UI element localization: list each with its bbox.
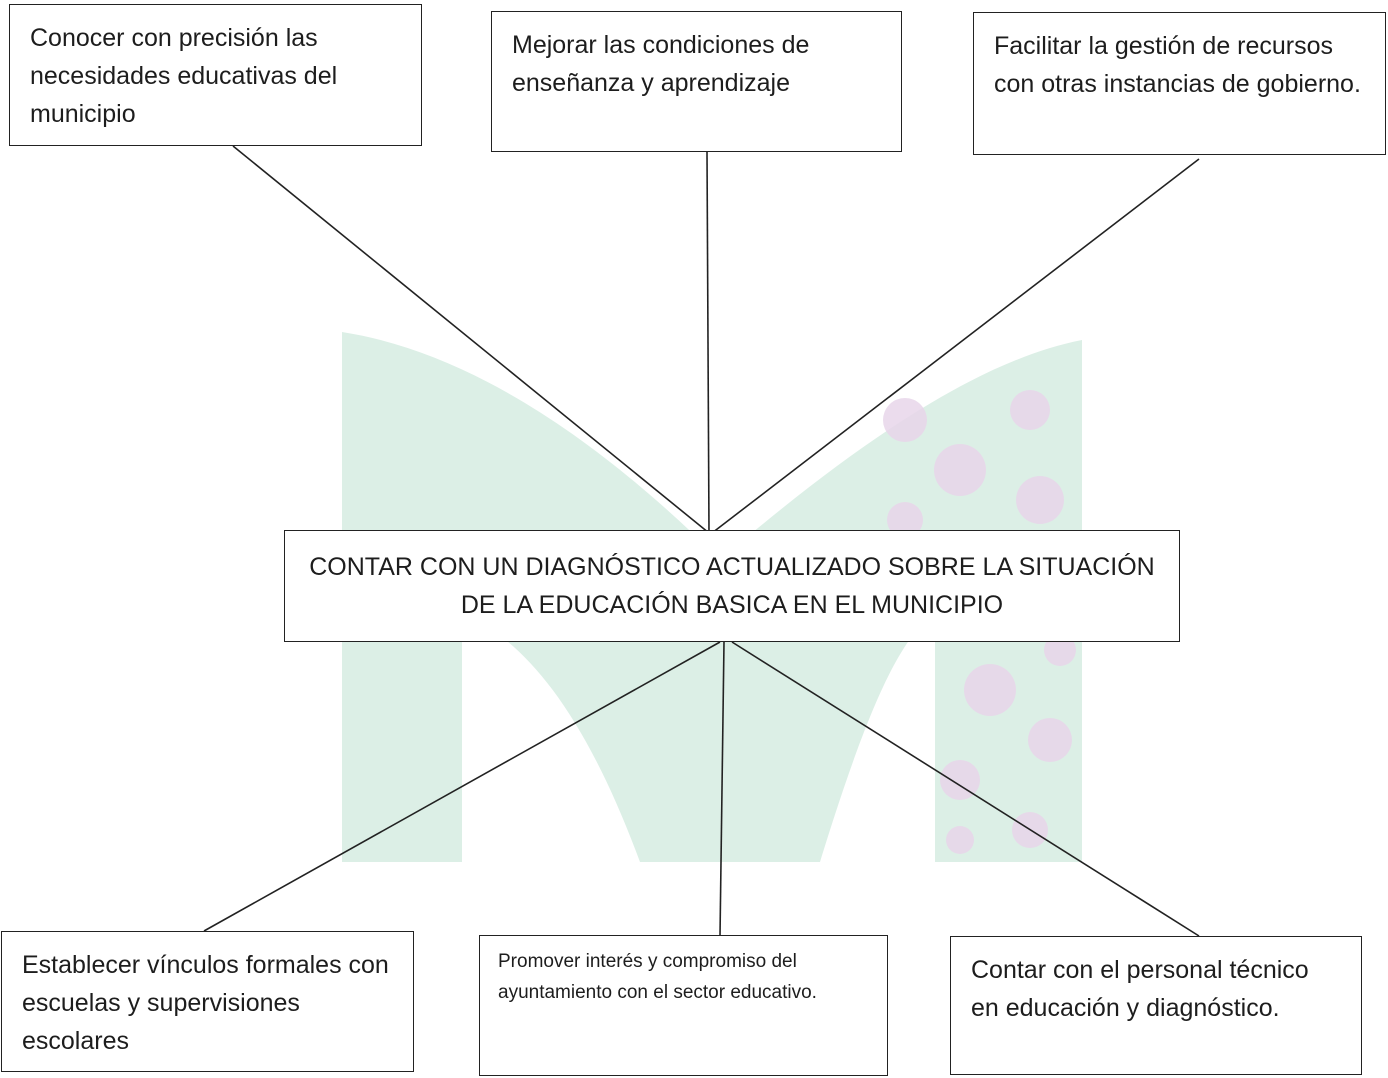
central-objective-box: CONTAR CON UN DIAGNÓSTICO ACTUALIZADO SO… bbox=[284, 530, 1180, 642]
connector-bottom-right bbox=[731, 641, 1200, 937]
connector-top-right bbox=[711, 158, 1200, 534]
action-box-bottom-middle: Promover interés y compromiso del ayunta… bbox=[479, 935, 888, 1076]
goal-text: Conocer con precisión las necesidades ed… bbox=[30, 24, 338, 128]
goal-box-top-middle: Mejorar las condiciones de enseñanza y a… bbox=[491, 11, 902, 152]
central-objective-text: CONTAR CON UN DIAGNÓSTICO ACTUALIZADO SO… bbox=[309, 553, 1155, 619]
goal-text: Facilitar la gestión de recursos con otr… bbox=[994, 32, 1361, 98]
watermark-floral bbox=[883, 390, 1076, 854]
action-text: Establecer vínculos formales con escuela… bbox=[22, 951, 389, 1055]
connector-bottom-left bbox=[203, 641, 721, 932]
action-box-bottom-left: Establecer vínculos formales con escuela… bbox=[1, 931, 414, 1072]
goal-box-top-left: Conocer con precisión las necesidades ed… bbox=[9, 4, 422, 146]
connector-top-middle bbox=[706, 151, 710, 534]
connector-top-left bbox=[232, 145, 710, 534]
connector-lines bbox=[203, 145, 1200, 937]
goal-box-top-right: Facilitar la gestión de recursos con otr… bbox=[973, 12, 1386, 155]
action-box-bottom-right: Contar con el personal técnico en educac… bbox=[950, 936, 1362, 1075]
connector-bottom-middle bbox=[719, 641, 725, 937]
action-text: Promover interés y compromiso del ayunta… bbox=[498, 951, 817, 1003]
action-text: Contar con el personal técnico en educac… bbox=[971, 956, 1309, 1022]
goal-text: Mejorar las condiciones de enseñanza y a… bbox=[512, 31, 810, 97]
